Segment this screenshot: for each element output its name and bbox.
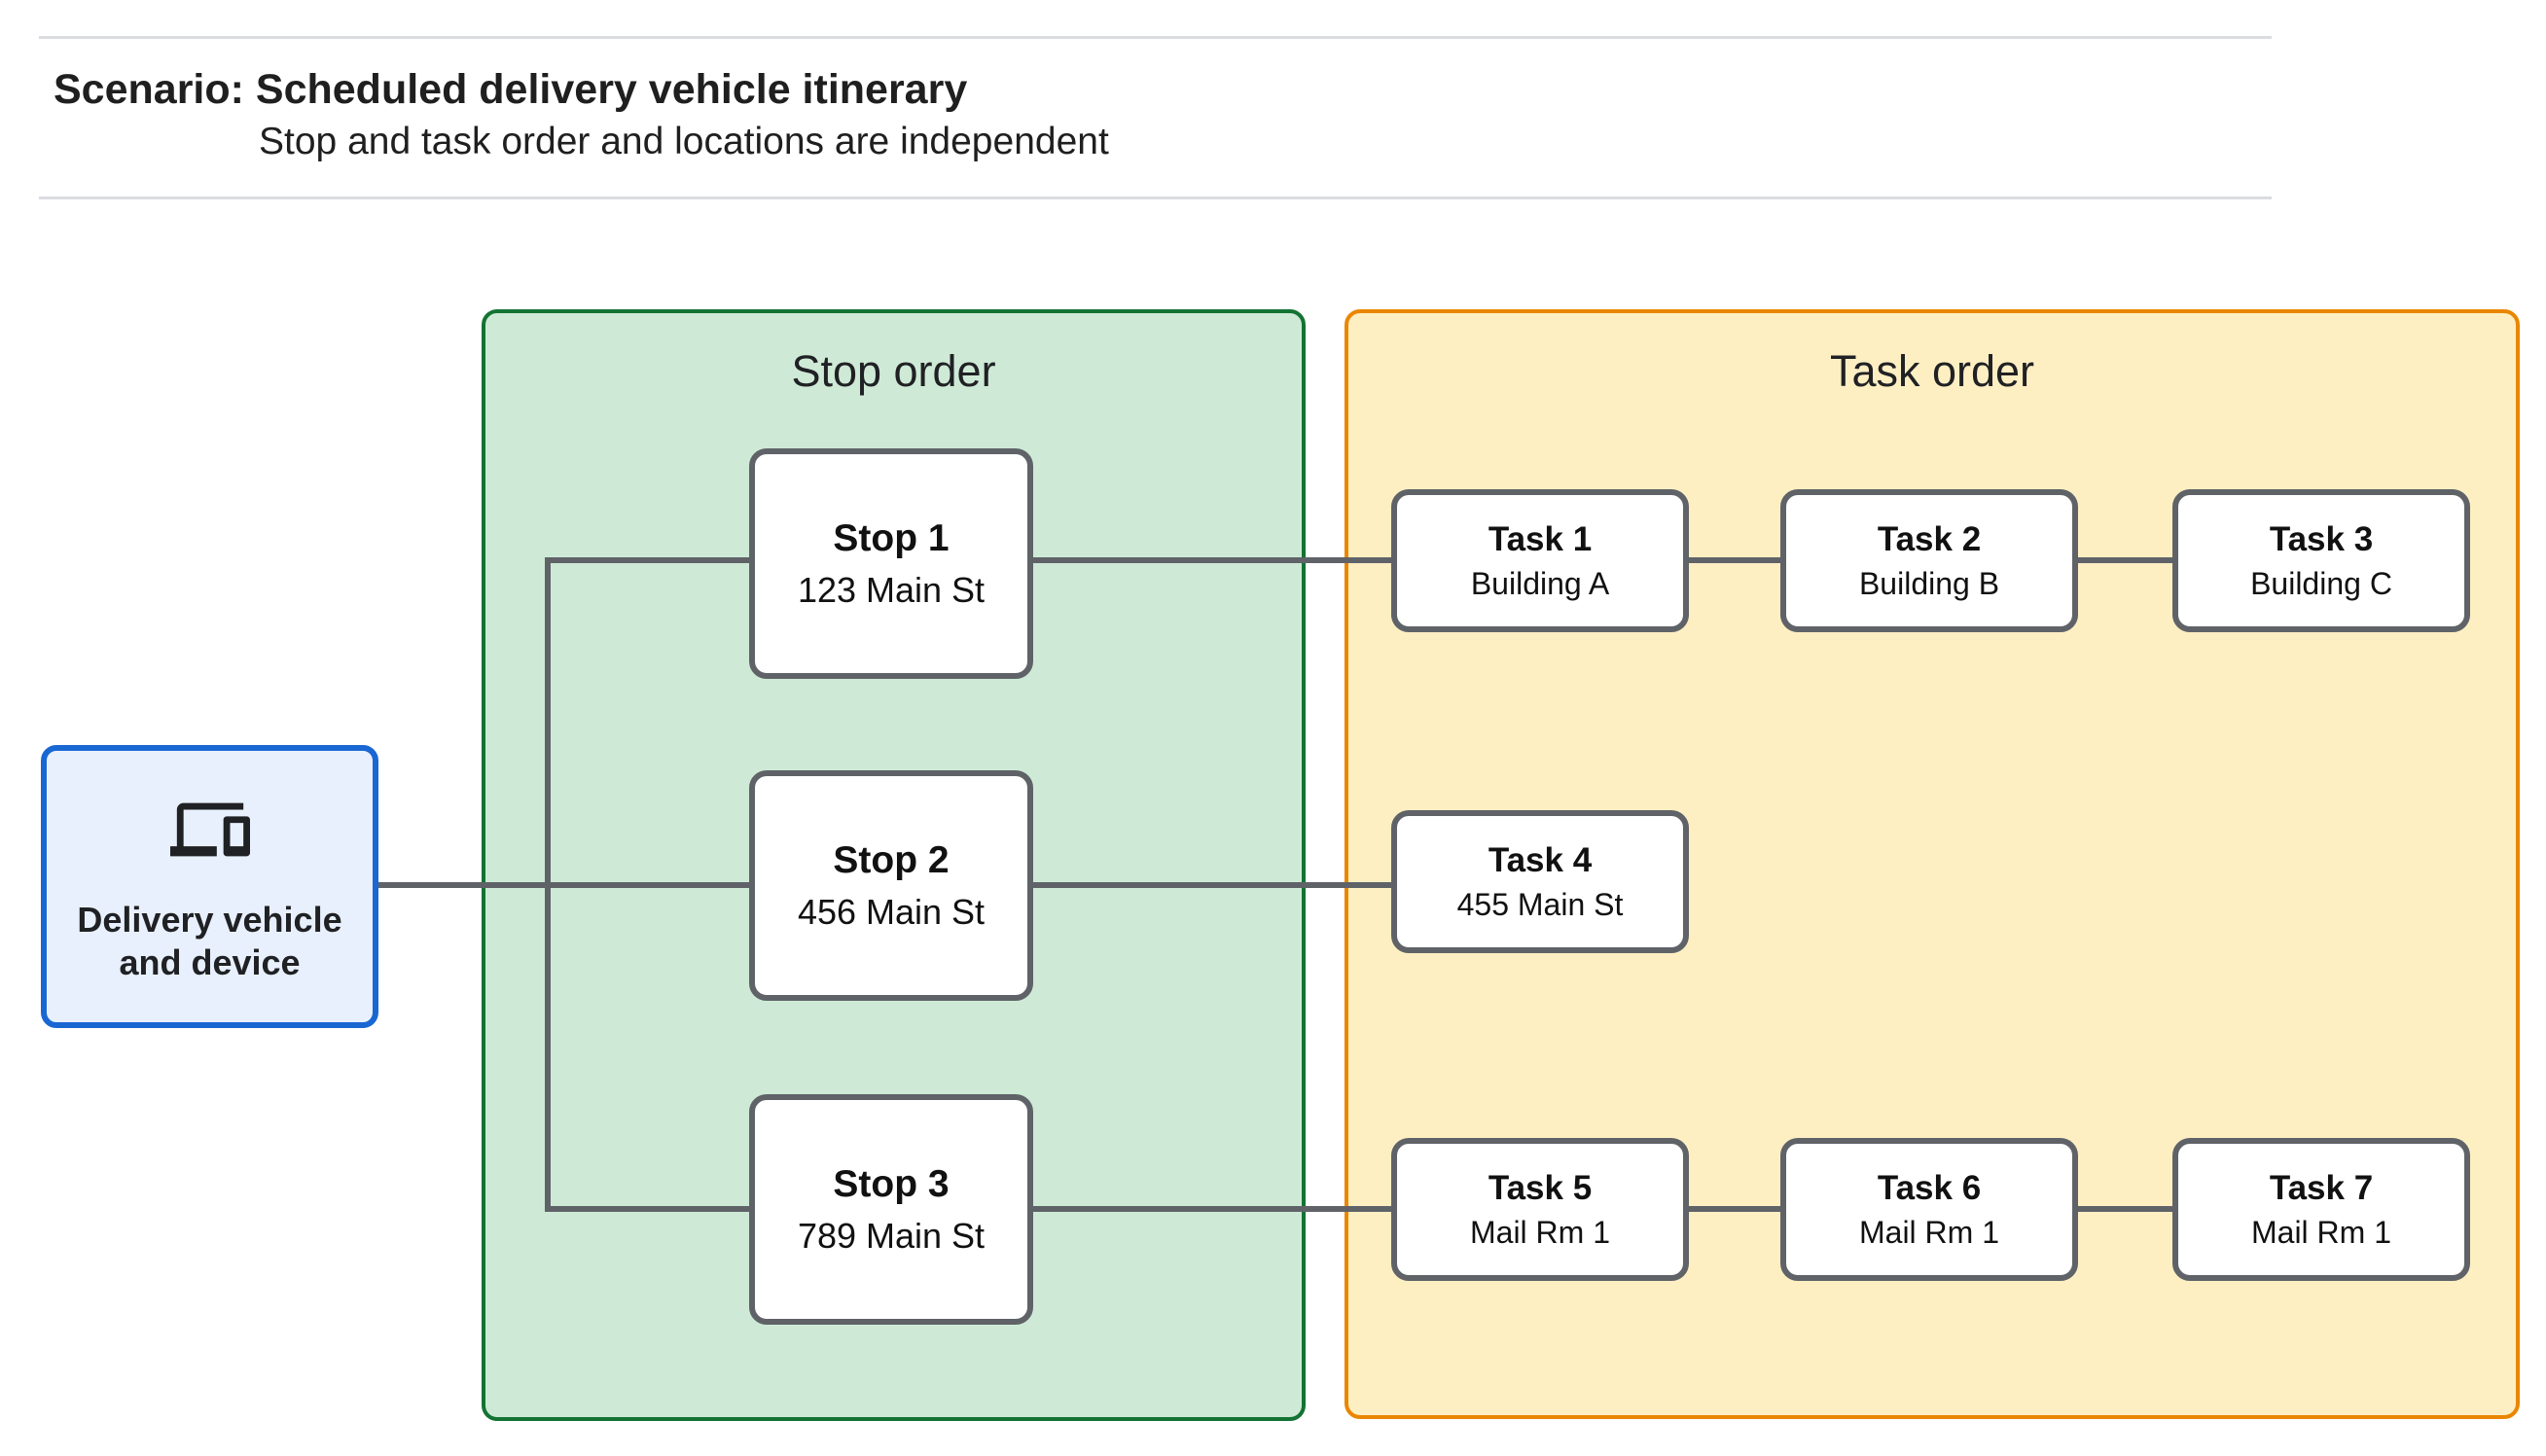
connector-vehicle-to-stops: [376, 882, 751, 888]
connector-stop1-task1: [1029, 557, 1395, 563]
task-4-title: Task 4: [1488, 840, 1593, 879]
task-5-location: Mail Rm 1: [1469, 1214, 1610, 1250]
stop-3-title: Stop 3: [833, 1162, 950, 1205]
task-2-location: Building B: [1858, 565, 2000, 601]
task-3-title: Task 3: [2269, 519, 2374, 558]
connector-task5-task6: [1685, 1206, 1784, 1212]
connector-task2-task3: [2076, 557, 2176, 563]
task-1-node: Task 1 Building A: [1391, 489, 1689, 632]
connector-branch-to-stop3: [545, 1206, 753, 1212]
task-7-location: Mail Rm 1: [2250, 1214, 2391, 1250]
task-2-node: Task 2 Building B: [1780, 489, 2078, 632]
connector-stop-branch: [545, 557, 551, 1212]
stop-2-title: Stop 2: [833, 838, 950, 881]
stop-1-title: Stop 1: [833, 516, 950, 559]
stop-1-node: Stop 1 123 Main St: [749, 448, 1033, 679]
devices-icon: [169, 802, 250, 856]
stop-2-address: 456 Main St: [797, 892, 986, 933]
divider-top: [39, 36, 2272, 39]
task-4-node: Task 4 455 Main St: [1391, 810, 1689, 953]
delivery-vehicle-node: Delivery vehicle and device: [41, 745, 378, 1028]
task-6-node: Task 6 Mail Rm 1: [1780, 1138, 2078, 1281]
task-4-location: 455 Main St: [1456, 886, 1624, 922]
delivery-vehicle-label-line2: and device: [119, 941, 301, 982]
task-7-title: Task 7: [2269, 1168, 2374, 1207]
connector-task6-task7: [2076, 1206, 2176, 1212]
task-1-location: Building A: [1470, 565, 1610, 601]
task-5-node: Task 5 Mail Rm 1: [1391, 1138, 1689, 1281]
task-2-title: Task 2: [1877, 519, 1982, 558]
task-3-node: Task 3 Building C: [2172, 489, 2470, 632]
delivery-vehicle-label: Delivery vehicle and device: [77, 899, 341, 984]
page-title: Scenario: Scheduled delivery vehicle iti…: [54, 66, 968, 113]
connector-task1-task2: [1685, 557, 1784, 563]
connector-stop3-task5: [1029, 1206, 1395, 1212]
task-order-panel-title: Task order: [1829, 346, 2035, 396]
stop-1-address: 123 Main St: [797, 570, 986, 611]
stop-2-node: Stop 2 456 Main St: [749, 770, 1033, 1001]
delivery-vehicle-label-line1: Delivery vehicle: [77, 899, 342, 940]
task-6-title: Task 6: [1877, 1168, 1982, 1207]
connector-branch-to-stop1: [545, 557, 753, 563]
task-5-title: Task 5: [1488, 1168, 1593, 1207]
page-subtitle: Stop and task order and locations are in…: [259, 121, 1109, 162]
connector-stop2-task4: [1029, 882, 1395, 888]
task-1-title: Task 1: [1488, 519, 1593, 558]
task-6-location: Mail Rm 1: [1858, 1214, 1999, 1250]
task-7-node: Task 7 Mail Rm 1: [2172, 1138, 2470, 1281]
task-3-location: Building C: [2250, 565, 2392, 601]
stop-3-node: Stop 3 789 Main St: [749, 1094, 1033, 1325]
stop-3-address: 789 Main St: [797, 1216, 986, 1257]
divider-bottom: [39, 196, 2272, 199]
stop-order-panel-title: Stop order: [791, 346, 996, 396]
